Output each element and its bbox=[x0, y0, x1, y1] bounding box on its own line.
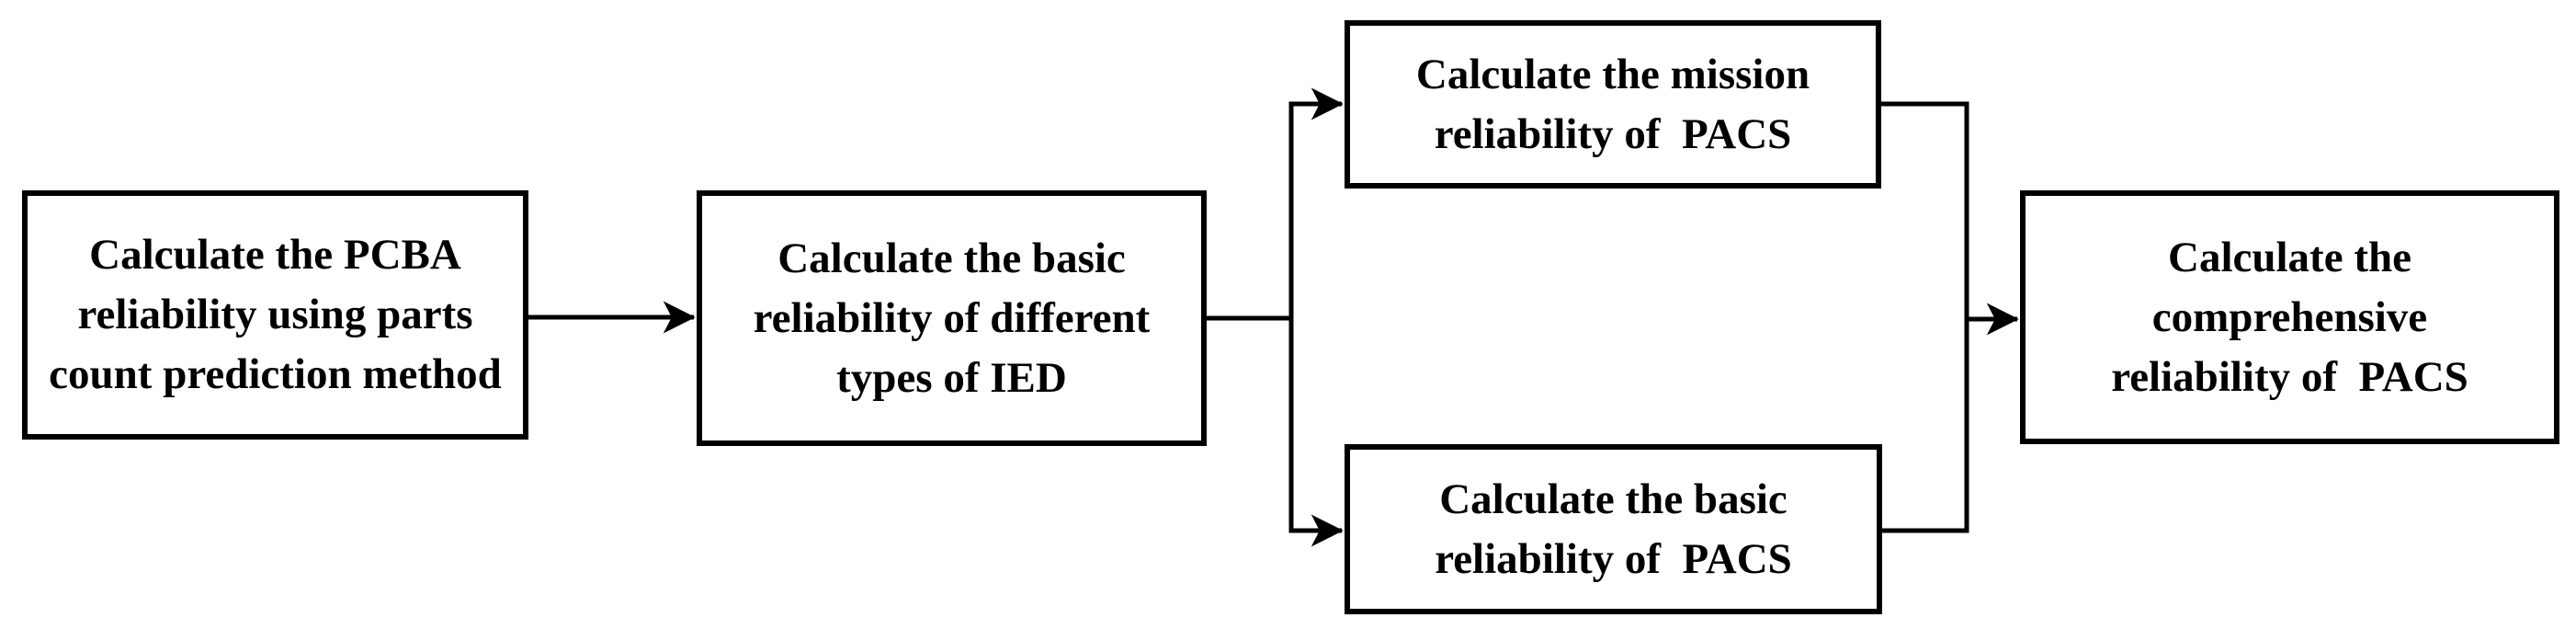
node-pcba-reliability: Calculate the PCBA reliability using par… bbox=[22, 190, 528, 440]
node-ied-basic-reliability: Calculate the basic reliability of diffe… bbox=[697, 190, 1207, 446]
node-mission-reliability: Calculate the mission reliability of PAC… bbox=[1345, 20, 1881, 189]
node-label: Calculate the mission reliability of PAC… bbox=[1415, 50, 1810, 158]
node-label: Calculate the comprehensive reliability … bbox=[2111, 233, 2468, 401]
node-label: Calculate the PCBA reliability using par… bbox=[49, 231, 502, 398]
node-label: Calculate the basic reliability of diffe… bbox=[753, 234, 1151, 402]
edge-basic-pacs-to-comprehensive bbox=[1882, 319, 1969, 533]
node-pacs-basic-reliability: Calculate the basic reliability of PACS bbox=[1345, 444, 1882, 614]
edge-mission-to-comprehensive bbox=[1881, 101, 2019, 336]
edge-ied-to-mission bbox=[1207, 87, 1344, 321]
node-comprehensive-reliability: Calculate the comprehensive reliability … bbox=[2020, 190, 2559, 444]
node-label: Calculate the basic reliability of PACS bbox=[1435, 475, 1792, 583]
edge-ied-to-basic-pacs bbox=[1288, 318, 1344, 547]
